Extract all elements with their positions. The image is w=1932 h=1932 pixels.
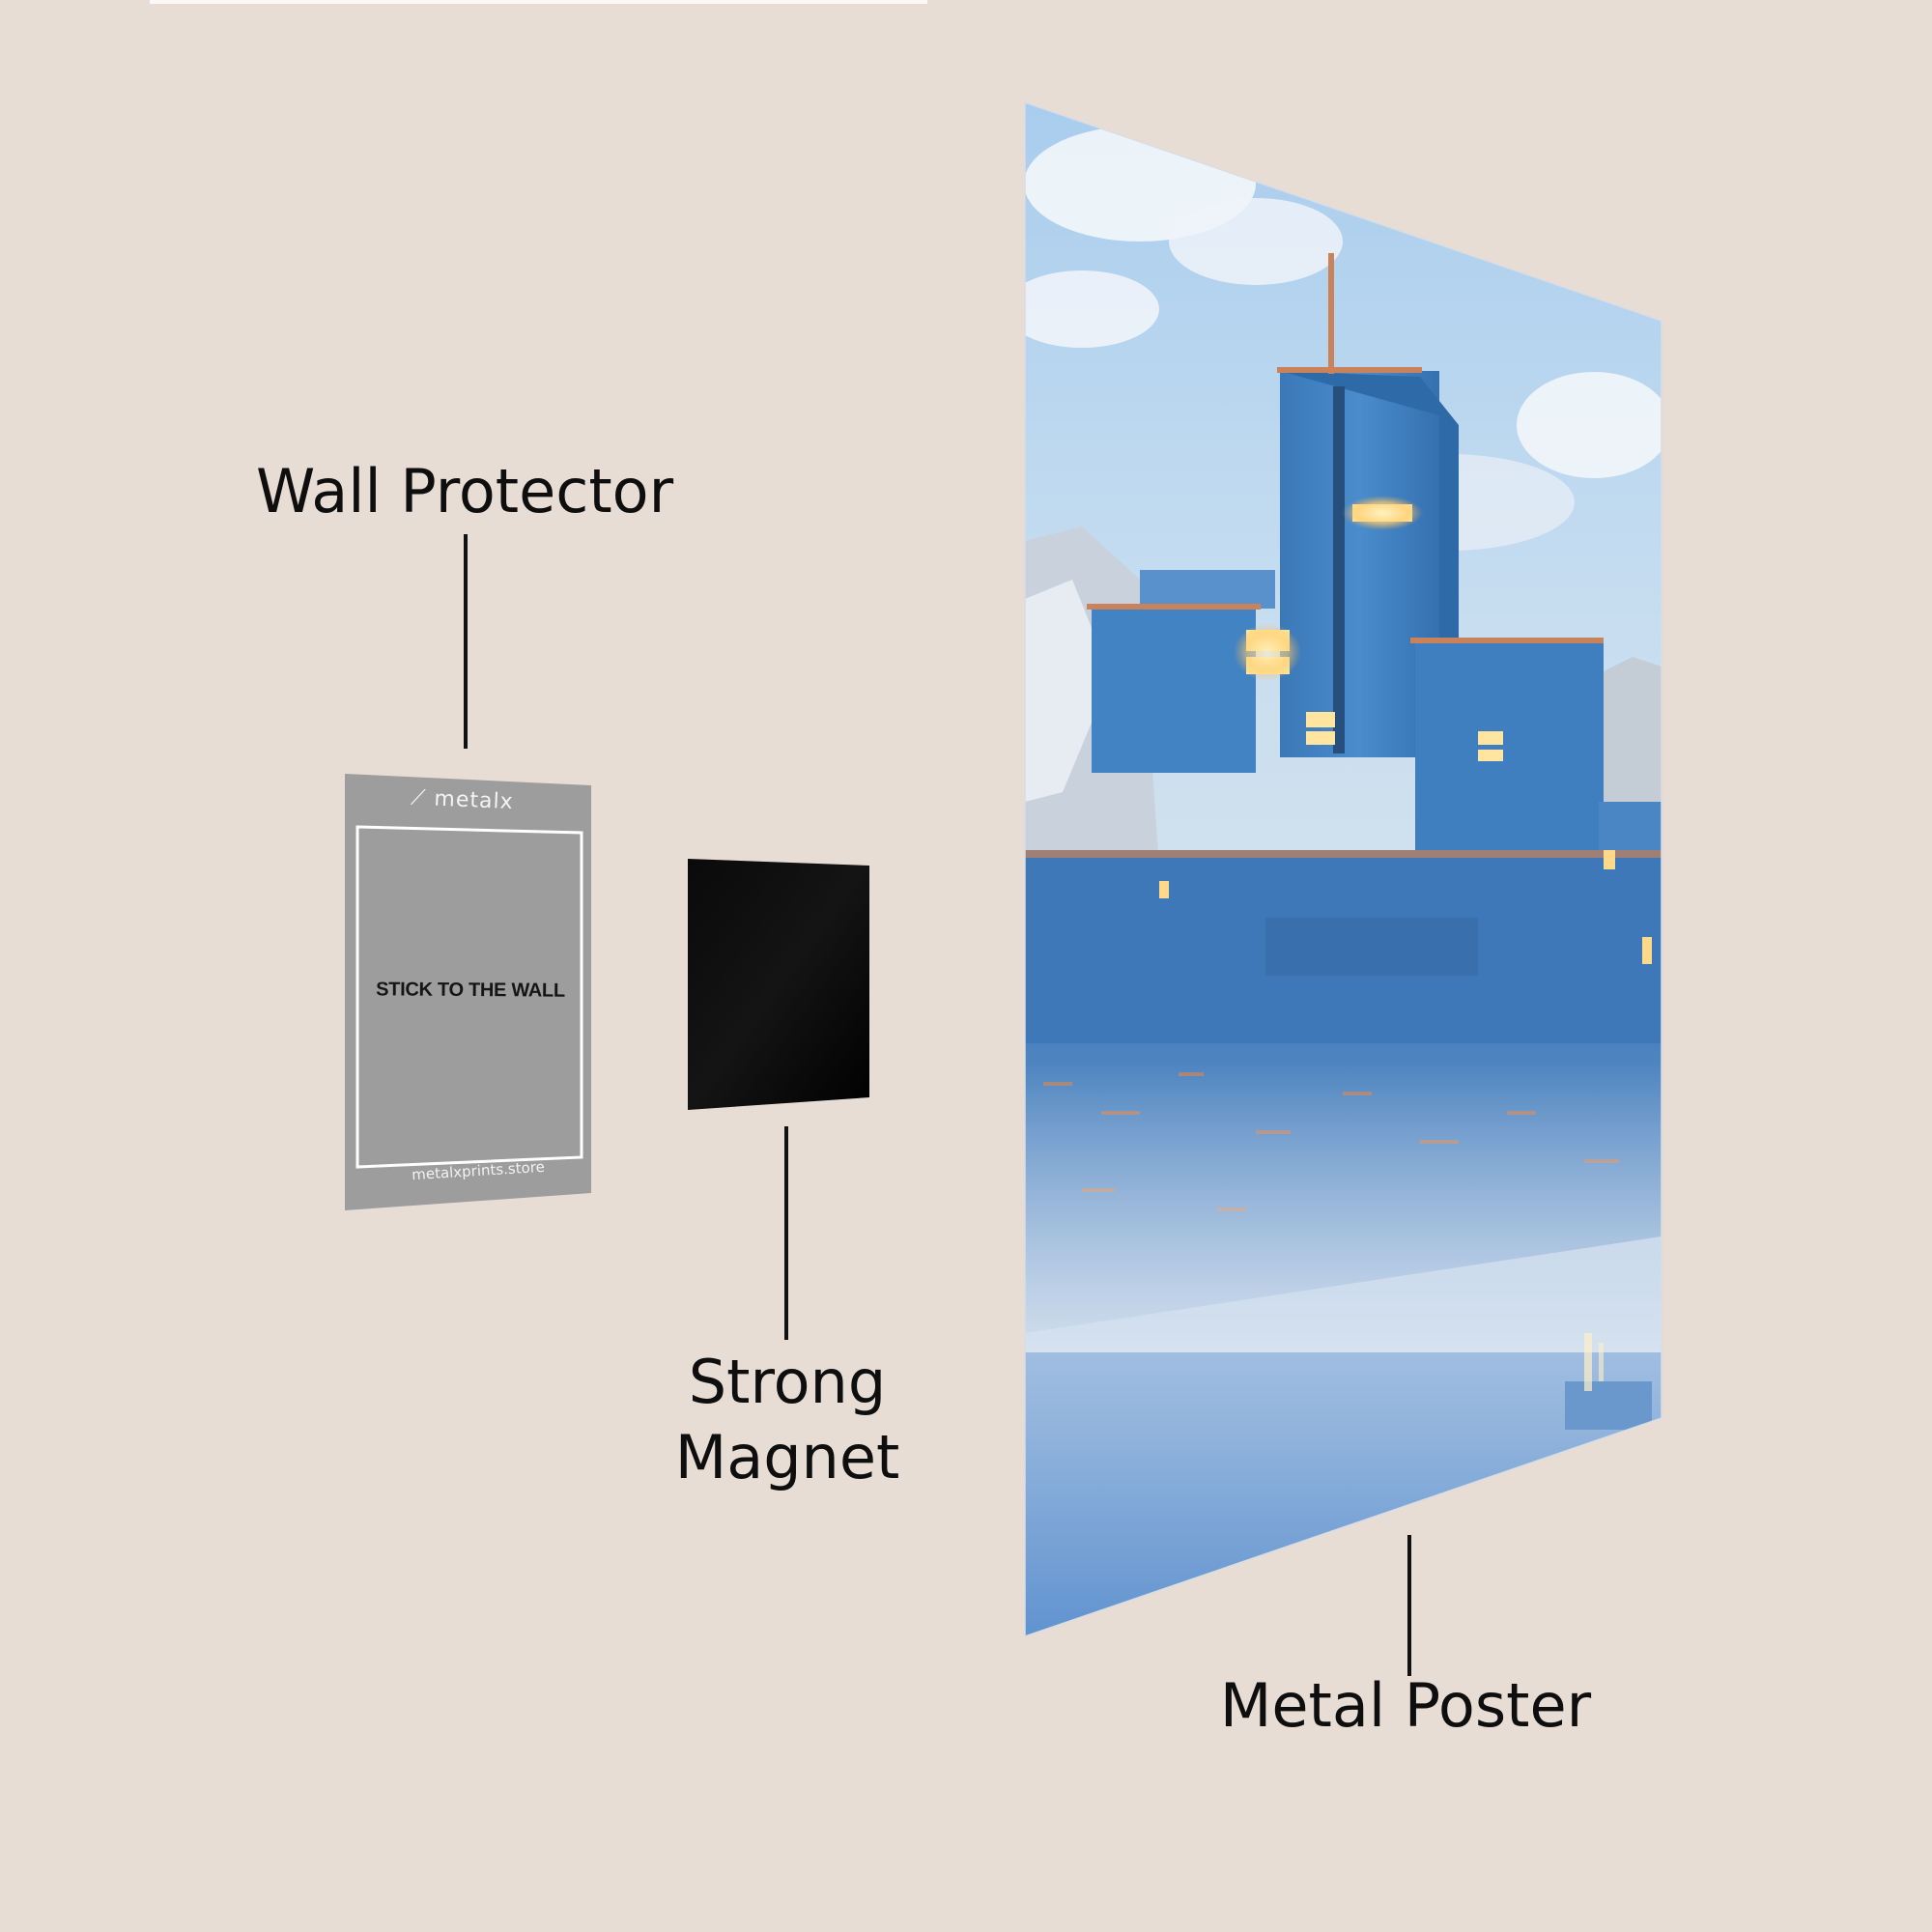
brand-name: metalx — [433, 786, 515, 815]
metalx-logo-icon: ⟋ — [410, 785, 428, 811]
metal-poster-label: Metal Poster — [1219, 1670, 1592, 1741]
wall-protector-label: Wall Protector — [255, 456, 674, 526]
wall-protector — [345, 774, 591, 1210]
magnet-leader-line — [784, 1126, 788, 1340]
metal-poster — [1024, 100, 1662, 1638]
strong-magnet — [688, 859, 869, 1110]
top-edge-strip — [150, 0, 927, 4]
strong-magnet-label: Strong Magnet — [638, 1345, 937, 1495]
poster-leader-line — [1407, 1535, 1411, 1676]
stick-to-wall-instruction: STICK TO THE WALL — [376, 979, 565, 1002]
window-glows — [1159, 496, 1652, 964]
strong-magnet-label-line2: Magnet — [674, 1422, 900, 1492]
strong-magnet-label-line1: Strong — [688, 1347, 887, 1417]
wall-protector-leader-line — [464, 534, 468, 749]
